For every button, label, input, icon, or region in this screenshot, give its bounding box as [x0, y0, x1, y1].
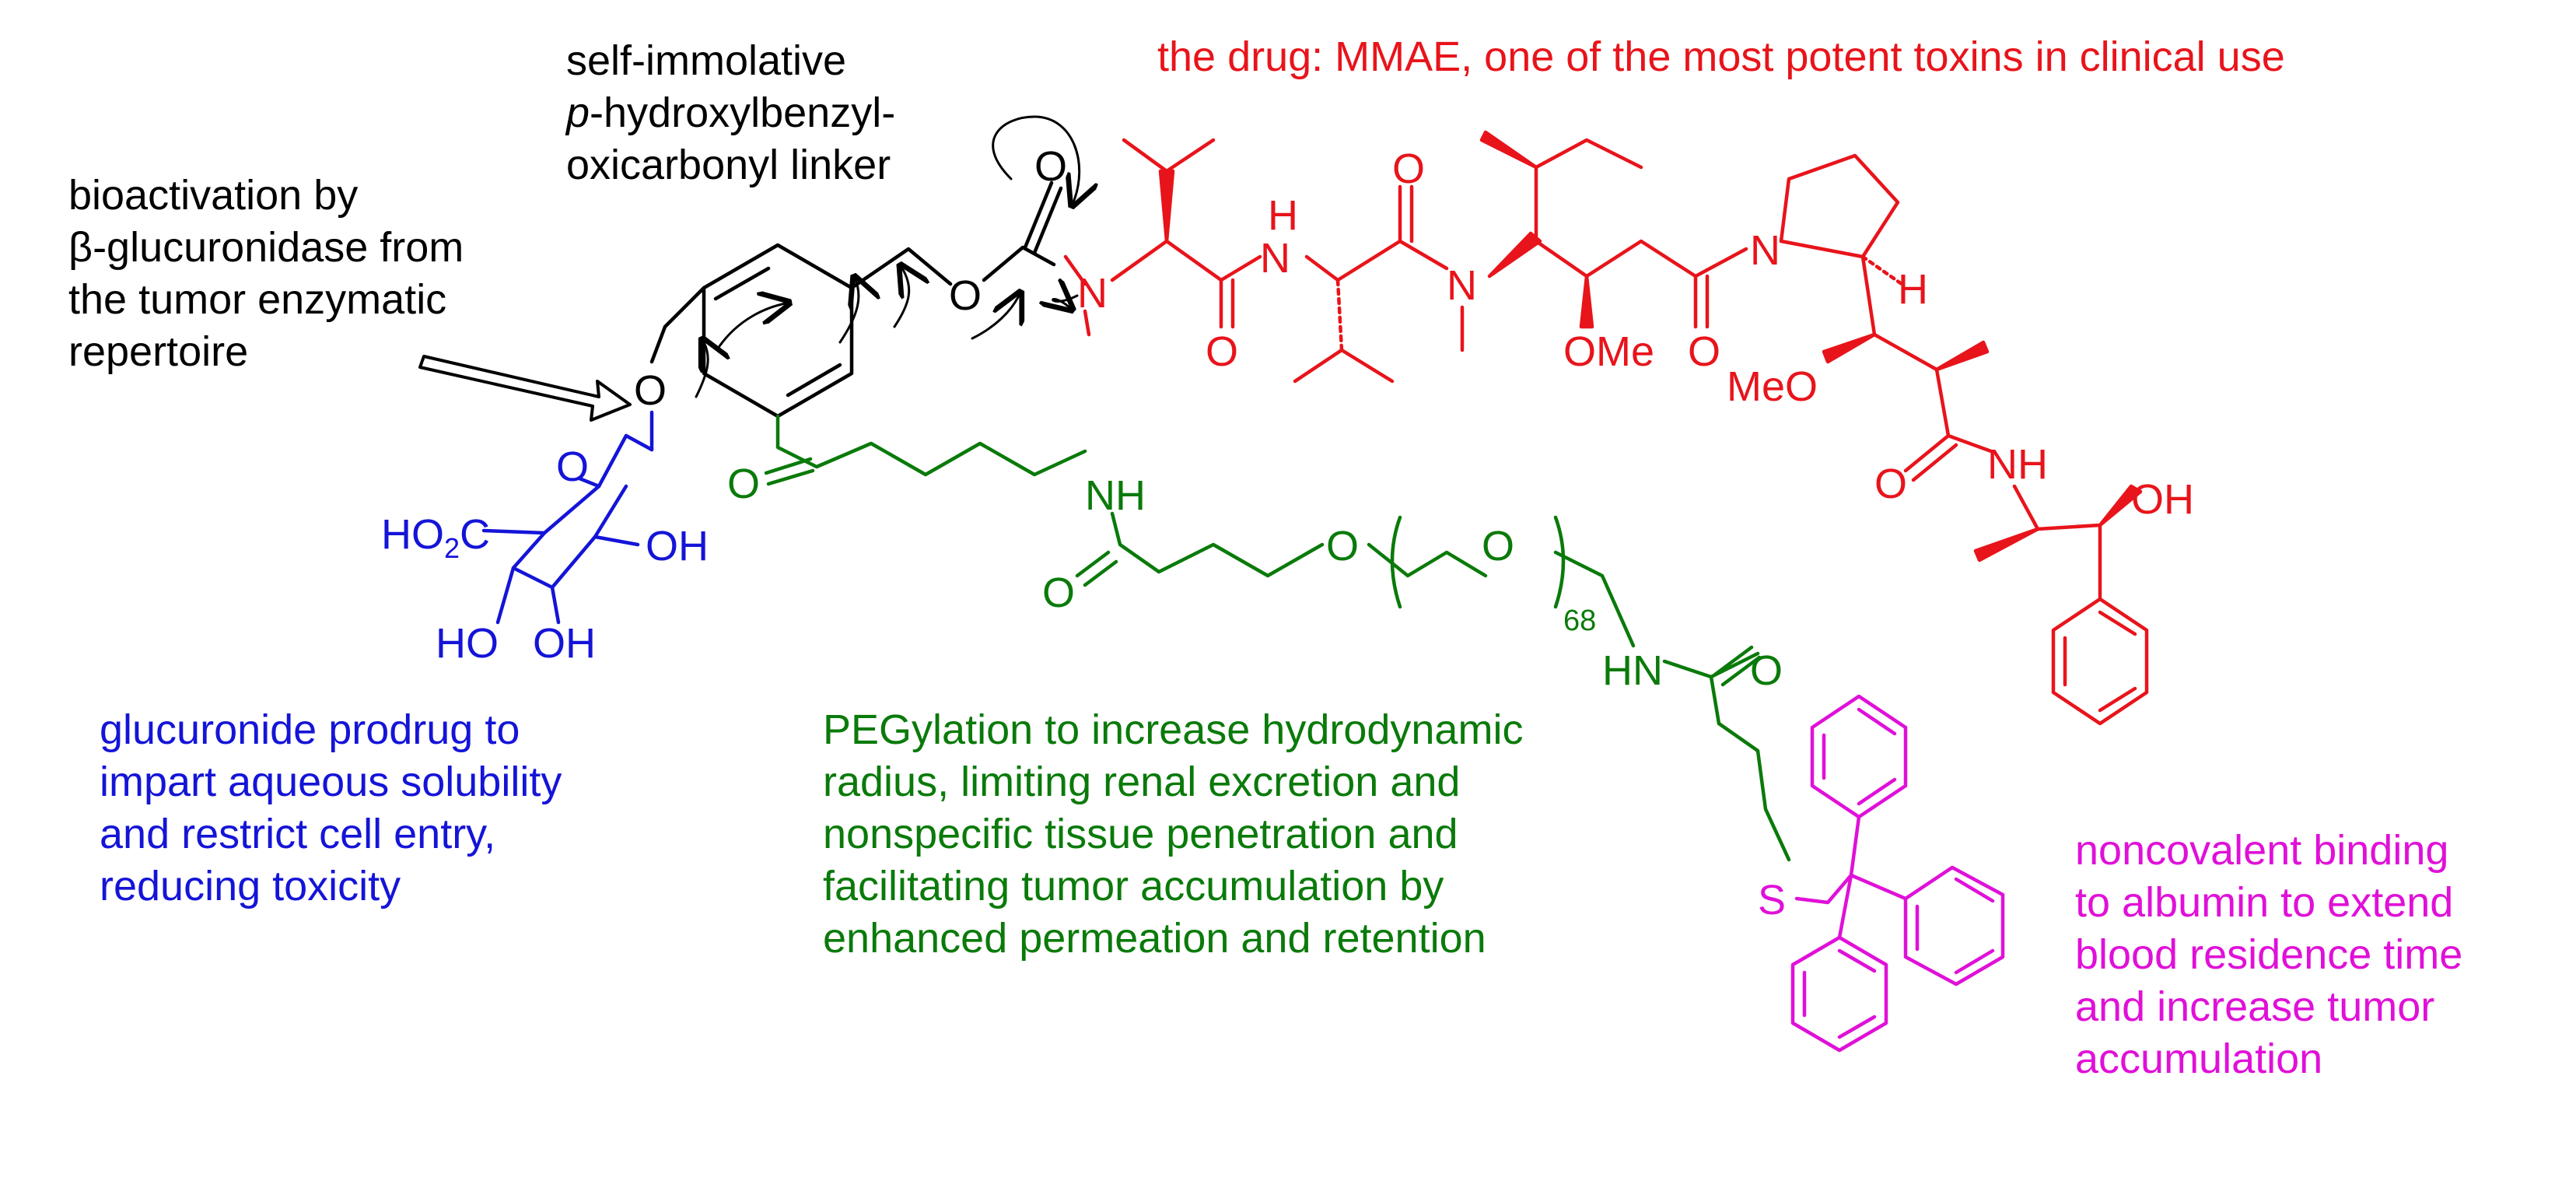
atom-o-amide3: O [1750, 647, 1783, 694]
electron-arrow [992, 115, 1080, 202]
atom-o-dil: O [1688, 328, 1720, 375]
atom-n-val2: N [1260, 235, 1290, 282]
peg-caption: PEGylation to increase hydrodynamic radi… [823, 706, 1524, 962]
linker-caption: self-immolative p-hydroxylbenzyl- oxicar… [566, 37, 896, 188]
atom-o-val1: O [1206, 328, 1238, 375]
phenyl-ring-top [1810, 694, 1908, 819]
atom-n-pro: N [1750, 227, 1780, 274]
benzene-ring [702, 243, 854, 419]
bioactivation-caption: bioactivation by β-glucuronidase from th… [68, 172, 464, 375]
electron-arrow [695, 342, 708, 398]
atom-s-trityl: S [1758, 877, 1786, 923]
phenyl-ring-mmae [2051, 597, 2149, 726]
atom-oh-c: HO [436, 620, 499, 667]
atom-o-peg2: O [1482, 523, 1514, 569]
electron-arrow [971, 296, 1019, 340]
phenyl-ring-bottom [1790, 935, 1888, 1053]
atom-o-carbonyl: O [1034, 143, 1067, 190]
atom-oh-a: OH [646, 523, 709, 569]
electron-arrow [718, 303, 786, 348]
atom-o-ring: O [556, 443, 589, 490]
albumin-caption: noncovalent binding to albumin to extend… [2075, 827, 2463, 1082]
glucuronide-caption: glucuronide prodrug to impart aqueous so… [100, 706, 562, 909]
phenyl-ring-right [1903, 865, 2005, 986]
peg-structure [764, 414, 1791, 862]
trityl-structure [1790, 694, 2005, 1053]
drug-caption: the drug: MMAE, one of the most potent t… [1157, 33, 2285, 80]
peg-repeat-count: 68 [1563, 605, 1596, 637]
atom-o-val2: O [1392, 145, 1425, 192]
atom-o-glycosidic: O [634, 367, 667, 414]
atom-co2h: HO2C [381, 511, 490, 564]
bioactivation-arrow [418, 355, 632, 422]
atom-o-amide1: O [727, 461, 760, 507]
linker-structure [418, 115, 1080, 422]
atom-oh-nor: OH [2131, 476, 2194, 523]
atom-o-benzyl: O [949, 272, 982, 319]
atom-ome: OMe [1563, 328, 1654, 375]
atom-h-val2: H [1268, 192, 1298, 239]
electron-arrow [893, 268, 909, 328]
atom-o-amide2: O [1042, 569, 1075, 616]
atom-o-dap: O [1874, 461, 1907, 507]
atom-h-pro: H [1898, 266, 1928, 313]
atom-nh-linker: NH [1085, 472, 1146, 519]
atom-n-dil: N [1447, 262, 1477, 309]
glucuronide-structure [481, 410, 654, 625]
atom-oh-b: OH [533, 620, 596, 667]
atom-hn-peg: HN [1602, 647, 1663, 694]
atom-meo: MeO [1727, 363, 1818, 410]
mmae-structure [1063, 130, 2149, 726]
atom-nh-nor: NH [1987, 441, 2048, 488]
electron-arrow [838, 280, 859, 344]
atom-o-peg1: O [1326, 523, 1359, 569]
electron-arrow [1053, 296, 1077, 307]
beta-symbol: β [68, 224, 93, 271]
atom-n-val1: N [1077, 270, 1108, 317]
